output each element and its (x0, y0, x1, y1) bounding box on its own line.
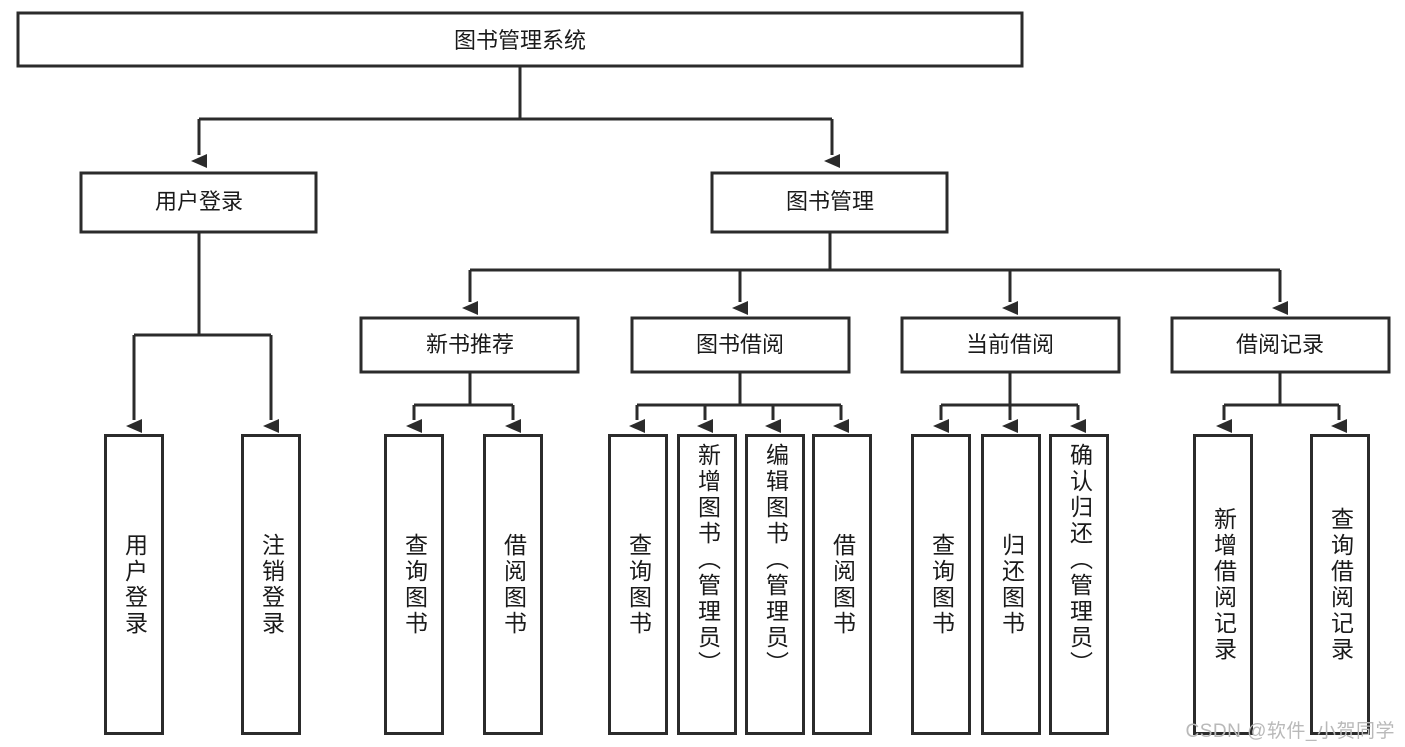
leaf-label: 归还图书 (998, 532, 1025, 637)
leaf-borrow-record-2[interactable]: 查询借阅记录 (1310, 434, 1370, 735)
leaf-label: 查询图书 (928, 532, 955, 637)
node-book-borrow-label: 图书借阅 (696, 332, 784, 357)
leaf-borrow-record-1[interactable]: 新增借阅记录 (1193, 434, 1253, 735)
leaf-current-borrow-2[interactable]: 归还图书 (981, 434, 1041, 735)
leaf-label: 新增图书（管理员） (694, 443, 721, 677)
leaf-label: 查询图书 (625, 532, 652, 637)
node-root-label: 图书管理系统 (454, 28, 586, 53)
leaf-book-borrow-3[interactable]: 编辑图书（管理员） (745, 434, 805, 735)
leaf-book-borrow-1[interactable]: 查询图书 (608, 434, 668, 735)
leaf-label: 注销登录 (258, 532, 285, 637)
node-new-book-label: 新书推荐 (426, 332, 514, 357)
leaf-new-book-1[interactable]: 查询图书 (384, 434, 444, 735)
leaf-current-borrow-1[interactable]: 查询图书 (911, 434, 971, 735)
node-user-login-box[interactable] (79, 171, 318, 234)
leaf-user-login-2[interactable]: 注销登录 (241, 434, 301, 735)
leaf-label: 用户登录 (121, 532, 148, 637)
node-book-manage-label: 图书管理 (786, 189, 874, 214)
leaf-label: 查询借阅记录 (1327, 506, 1354, 663)
leaf-user-login-1[interactable]: 用户登录 (104, 434, 164, 735)
leaf-book-borrow-2[interactable]: 新增图书（管理员） (677, 434, 737, 735)
csdn-watermark: CSDN @软件_小贺同学 (1185, 721, 1395, 742)
leaf-label: 新增借阅记录 (1210, 506, 1237, 663)
leaf-current-borrow-3[interactable]: 确认归还（管理员） (1049, 434, 1109, 735)
node-new-book-box[interactable] (359, 316, 580, 374)
node-current-borrow-box[interactable] (900, 316, 1121, 374)
node-book-borrow-box[interactable] (630, 316, 851, 374)
leaf-label: 借阅图书 (500, 532, 527, 637)
leaf-book-borrow-4[interactable]: 借阅图书 (812, 434, 872, 735)
node-root-box[interactable] (16, 11, 1024, 68)
leaf-label: 查询图书 (401, 532, 428, 637)
node-borrow-record-label: 借阅记录 (1236, 332, 1324, 357)
leaf-label: 编辑图书（管理员） (762, 443, 789, 677)
leaf-label: 借阅图书 (829, 532, 856, 637)
leaf-new-book-2[interactable]: 借阅图书 (483, 434, 543, 735)
node-borrow-record-box[interactable] (1170, 316, 1391, 374)
leaf-label: 确认归还（管理员） (1066, 443, 1093, 677)
node-current-borrow-label: 当前借阅 (966, 332, 1054, 357)
node-user-login-label: 用户登录 (155, 189, 243, 214)
